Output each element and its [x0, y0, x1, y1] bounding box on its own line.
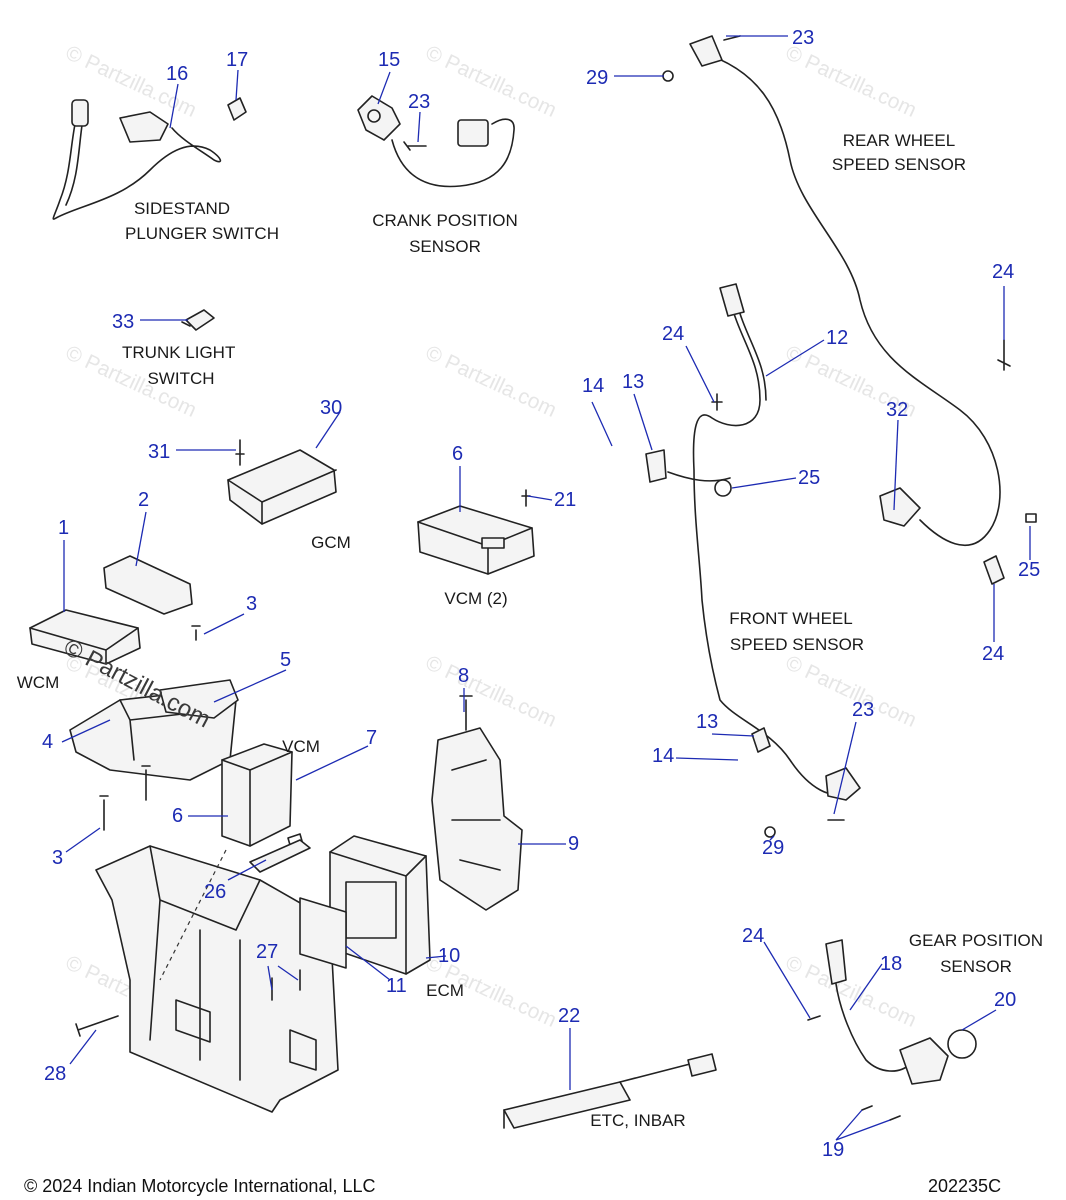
- callout-1: 1: [58, 517, 70, 539]
- callout-28: 28: [44, 1063, 67, 1085]
- callout-30: 30: [320, 397, 343, 419]
- gcm-drawing: [227, 439, 337, 525]
- callout-12: 12: [826, 327, 849, 349]
- callout-14: 14: [652, 745, 675, 767]
- rear-wheel-sensor-drawing: [662, 35, 1037, 585]
- callout-3: 3: [246, 593, 258, 615]
- label-etc-inbar: ETC, INBAR: [590, 1111, 686, 1130]
- callout-15: 15: [378, 49, 401, 71]
- callout-16: 16: [166, 63, 189, 85]
- callout-24: 24: [662, 323, 685, 345]
- label-trunk-2: SWITCH: [147, 369, 215, 388]
- callout-6: 6: [172, 805, 184, 827]
- callout-27: 27: [256, 941, 279, 963]
- callout-29: 29: [586, 67, 609, 89]
- front-wheel-sensor-drawing: [645, 283, 861, 838]
- callout-14: 14: [582, 375, 605, 397]
- callout-25: 25: [1018, 559, 1041, 581]
- label-trunk: TRUNK LIGHT: [122, 343, 236, 362]
- label-sidestand: SIDESTAND: [120, 196, 244, 221]
- label-front-wheel: FRONT WHEEL: [729, 609, 853, 628]
- label-wcm: WCM: [16, 673, 60, 692]
- callout-23: 23: [852, 699, 875, 721]
- callout-23: 23: [792, 27, 815, 49]
- wcm-drawing: [29, 555, 239, 831]
- callout-11: 11: [386, 975, 407, 997]
- label-front-wheel-2: SPEED SENSOR: [729, 635, 865, 654]
- callout-18: 18: [880, 953, 903, 975]
- callout-29: 29: [762, 837, 785, 859]
- callout-24: 24: [742, 925, 765, 947]
- label-gcm: GCM: [311, 533, 351, 552]
- vcm-drawing: [221, 743, 311, 873]
- main-bracket-drawing: [75, 845, 339, 1113]
- callout-4: 4: [42, 731, 54, 753]
- callout-21: 21: [554, 489, 577, 511]
- callout-13: 13: [696, 711, 719, 733]
- callout-23: 23: [408, 91, 431, 113]
- callout-32: 32: [886, 399, 909, 421]
- label-crank: CRANK POSITION: [372, 211, 518, 230]
- callout-8: 8: [458, 665, 470, 687]
- callout-20: 20: [994, 989, 1017, 1011]
- callout-7: 7: [366, 727, 378, 749]
- callout-22: 22: [558, 1005, 581, 1027]
- label-line: SIDESTAND: [133, 199, 231, 218]
- callout-24: 24: [992, 261, 1015, 283]
- callout-26: 26: [204, 881, 227, 903]
- label-sidestand-2: PLUNGER SWITCH: [125, 224, 279, 243]
- callout-9: 9: [568, 833, 580, 855]
- callout-5: 5: [280, 649, 292, 671]
- diagram-code: 202235C: [928, 1176, 1002, 1196]
- callout-2: 2: [138, 489, 150, 511]
- callout-31: 31: [148, 441, 171, 463]
- ecm-drawing: [299, 835, 431, 975]
- callout-19: 19: [822, 1139, 845, 1161]
- callout-6: 6: [452, 443, 464, 465]
- trunk-switch-drawing: [181, 309, 215, 331]
- vcm2-drawing: [417, 489, 535, 575]
- gear-sensor-drawing: [807, 939, 977, 1121]
- ecm-bracket-drawing: [431, 695, 523, 911]
- label-vcm: VCM: [282, 737, 320, 756]
- callout-10: 10: [438, 945, 461, 967]
- label-vcm2: VCM (2): [444, 589, 508, 608]
- copyright: © 2024 Indian Motorcycle International, …: [24, 1176, 376, 1196]
- callout-13: 13: [622, 371, 645, 393]
- callout-3: 3: [52, 847, 64, 869]
- label-gear-position: GEAR POSITION: [908, 931, 1044, 950]
- label-ecm: ECM: [426, 981, 464, 1000]
- crank-sensor-drawing: [357, 95, 515, 188]
- label-rear-wheel-2: SPEED SENSOR: [831, 155, 967, 174]
- callout-17: 17: [226, 49, 249, 71]
- callout-24: 24: [982, 643, 1005, 665]
- label-rear-wheel: REAR WHEEL: [842, 131, 956, 150]
- label-crank-2: SENSOR: [409, 237, 481, 256]
- callout-25: 25: [798, 467, 821, 489]
- sidestand-switch-drawing: [52, 97, 247, 220]
- etc-inbar-drawing: [503, 1053, 717, 1129]
- callout-33: 33: [112, 311, 135, 333]
- callout-leaders: [61, 35, 1031, 1141]
- label-gear-position-2: SENSOR: [940, 957, 1012, 976]
